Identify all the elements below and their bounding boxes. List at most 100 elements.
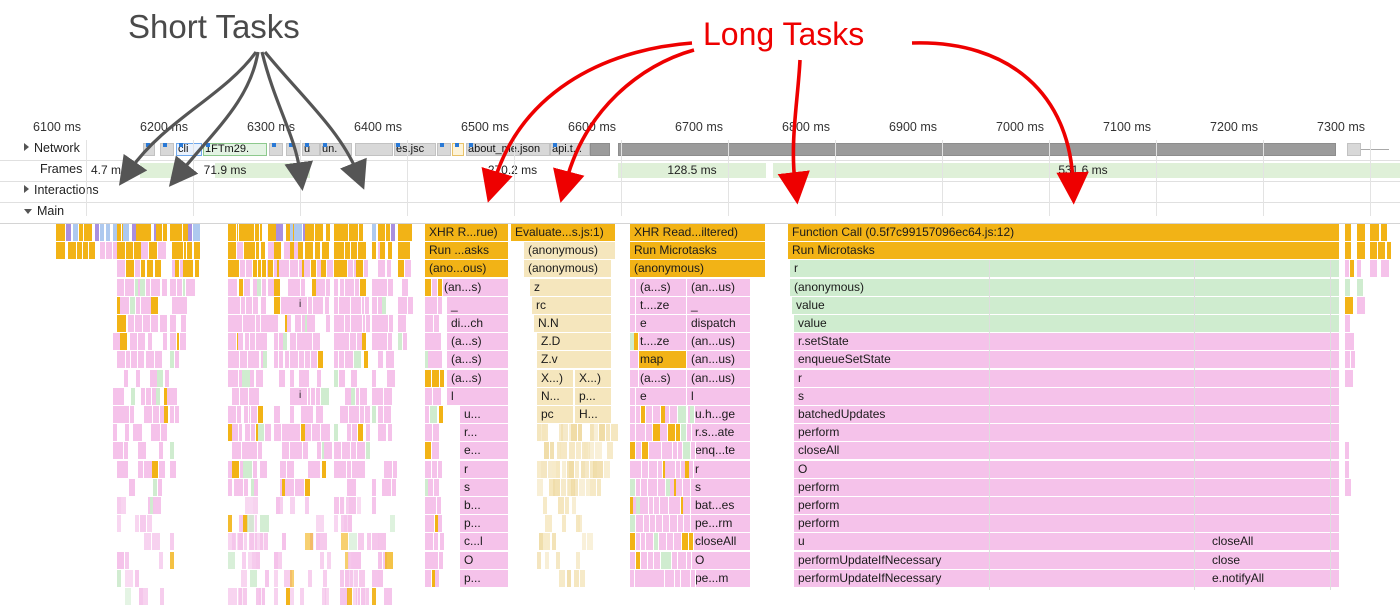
flame-bar-short-task[interactable] <box>228 515 233 533</box>
flame-bar-short-task[interactable] <box>365 424 371 442</box>
flame-bar-closeall[interactable]: closeAll <box>691 533 751 551</box>
flame-bar-short-task[interactable] <box>1345 333 1355 351</box>
flame-bar-short-task[interactable] <box>252 497 260 514</box>
flame-bar-short-task[interactable] <box>388 424 394 442</box>
flame-bar-x[interactable]: X...) <box>537 369 574 387</box>
flame-bar-short-task[interactable] <box>305 478 311 496</box>
flame-bar-short-task[interactable] <box>350 369 359 387</box>
flame-bar-evaluate-child[interactable] <box>578 424 584 442</box>
flame-bar-short-task[interactable] <box>232 260 241 278</box>
flame-bar-short-task[interactable] <box>125 351 131 369</box>
flame-bar-short-task[interactable] <box>349 533 358 551</box>
flame-bar-sub[interactable] <box>636 442 643 460</box>
flame-bar-anonymous[interactable]: (anonymous) <box>524 242 616 260</box>
network-request-bar[interactable] <box>355 143 393 156</box>
flame-bar-short-task[interactable] <box>372 296 378 314</box>
flame-bar-short-task[interactable] <box>243 478 249 496</box>
flame-bar-r-s-ate[interactable]: r.s...ate <box>691 424 751 442</box>
flame-bar-short-task[interactable] <box>254 296 260 314</box>
flame-bar-short-task[interactable] <box>120 387 126 405</box>
flame-bar-sub[interactable] <box>433 315 440 332</box>
flame-bar-pe-m[interactable]: pe...m <box>691 569 751 587</box>
flame-bar-short-task[interactable] <box>354 278 360 296</box>
flame-bar-short-task[interactable] <box>306 242 314 260</box>
flame-bar-short-task[interactable] <box>157 242 167 260</box>
flame-bar-sub[interactable] <box>636 478 642 496</box>
flame-bar-sub[interactable] <box>636 551 642 569</box>
flame-bar-short-task[interactable] <box>145 387 152 405</box>
flame-bar-short-task[interactable] <box>1381 224 1389 241</box>
flame-bar-short-task[interactable] <box>156 369 164 387</box>
flame-bar-short-task[interactable] <box>387 333 393 351</box>
flame-bar-short-task[interactable] <box>117 260 126 278</box>
flame-bar-perform[interactable]: perform <box>794 515 1340 533</box>
flame-bar-short-task[interactable] <box>121 460 129 478</box>
flame-bar-sub[interactable] <box>641 478 649 496</box>
flame-bar-short-task[interactable] <box>1381 260 1391 278</box>
flame-bar-short-task[interactable] <box>348 569 354 587</box>
flame-bar-p[interactable]: p... <box>575 387 612 405</box>
flame-bar-short-task[interactable] <box>160 588 166 605</box>
flame-bar-short-task[interactable] <box>158 442 164 460</box>
flame-bar-short-task[interactable] <box>184 260 194 278</box>
flame-bar-short-task[interactable] <box>231 369 239 387</box>
chevron-right-icon[interactable] <box>24 185 29 193</box>
flame-bar-short-task[interactable] <box>389 315 395 332</box>
flame-bar-evaluate-child[interactable] <box>564 497 570 514</box>
flame-bar-short-task[interactable] <box>155 260 162 278</box>
flame-bar-i[interactable]: i <box>296 296 308 314</box>
flame-bar-short-task[interactable] <box>322 460 328 478</box>
flame-bar-short-task[interactable] <box>56 224 66 241</box>
flame-bar-bat-es[interactable]: bat...es <box>691 497 751 514</box>
flame-bar-sub[interactable] <box>425 315 434 332</box>
flame-bar-sub[interactable] <box>425 278 433 296</box>
flame-bar-short-task[interactable] <box>151 460 159 478</box>
flame-bar-evaluate-child[interactable] <box>544 551 550 569</box>
flame-bar-short-task[interactable] <box>290 588 295 605</box>
flame-bar-sub[interactable] <box>655 569 666 587</box>
flame-bar-sub[interactable] <box>676 478 683 496</box>
flame-bar-short-task[interactable] <box>249 533 256 551</box>
flame-bar-short-task[interactable] <box>347 260 354 278</box>
flame-bar-short-task[interactable] <box>348 497 357 514</box>
flame-bar-short-task[interactable] <box>340 260 348 278</box>
flame-bar-short-task[interactable] <box>123 224 131 241</box>
flame-bar-perform[interactable]: perform <box>794 497 1340 514</box>
flame-bar-short-task[interactable] <box>398 333 403 351</box>
flame-bar-short-task[interactable] <box>124 369 130 387</box>
flame-bar-short-task[interactable] <box>189 278 196 296</box>
flame-bar-l[interactable]: l <box>687 387 751 405</box>
flame-bar-sub[interactable] <box>672 497 681 514</box>
flame-bar-short-task[interactable] <box>1345 478 1353 496</box>
flame-bar-anonymous[interactable]: (anonymous) <box>790 278 1340 296</box>
track-row-main[interactable]: Main <box>0 202 1400 224</box>
flame-bar-sub[interactable] <box>630 315 636 332</box>
flame-bar-short-task[interactable] <box>296 315 303 332</box>
flame-bar-sub[interactable] <box>690 442 696 460</box>
flame-bar-short-task[interactable] <box>259 533 265 551</box>
flame-bar-an-us[interactable]: (an...us) <box>687 369 751 387</box>
flame-bar-short-task[interactable] <box>274 424 282 442</box>
flame-bar-sub[interactable] <box>425 460 432 478</box>
flame-bar-short-task[interactable] <box>248 333 256 351</box>
flame-bar-sub[interactable] <box>643 515 651 533</box>
flame-bar-sub[interactable] <box>666 533 674 551</box>
flame-bar-short-task[interactable] <box>274 588 279 605</box>
flame-bar-evaluate-child[interactable] <box>575 551 582 569</box>
flame-bar-short-task[interactable] <box>340 242 345 260</box>
flame-bar-short-task[interactable] <box>345 242 352 260</box>
flame-bar-short-task[interactable] <box>316 278 326 296</box>
flame-bar-short-task[interactable] <box>1345 351 1351 369</box>
flame-bar-short-task[interactable] <box>254 224 260 241</box>
flame-bar-short-task[interactable] <box>146 351 156 369</box>
flame-bar-short-task[interactable] <box>124 569 134 587</box>
flame-bar-short-task[interactable] <box>363 260 369 278</box>
flame-bar-evaluate-child[interactable] <box>607 442 614 460</box>
flame-bar-short-task[interactable] <box>315 333 321 351</box>
flame-bar-short-task[interactable] <box>390 351 396 369</box>
flame-bar-evaluate-child[interactable] <box>560 442 568 460</box>
flame-bar-short-task[interactable] <box>308 569 313 587</box>
flame-bar-short-task[interactable] <box>138 460 144 478</box>
flame-bar-short-task[interactable] <box>352 424 358 442</box>
flame-bar-pe-rm[interactable]: pe...rm <box>691 515 751 533</box>
